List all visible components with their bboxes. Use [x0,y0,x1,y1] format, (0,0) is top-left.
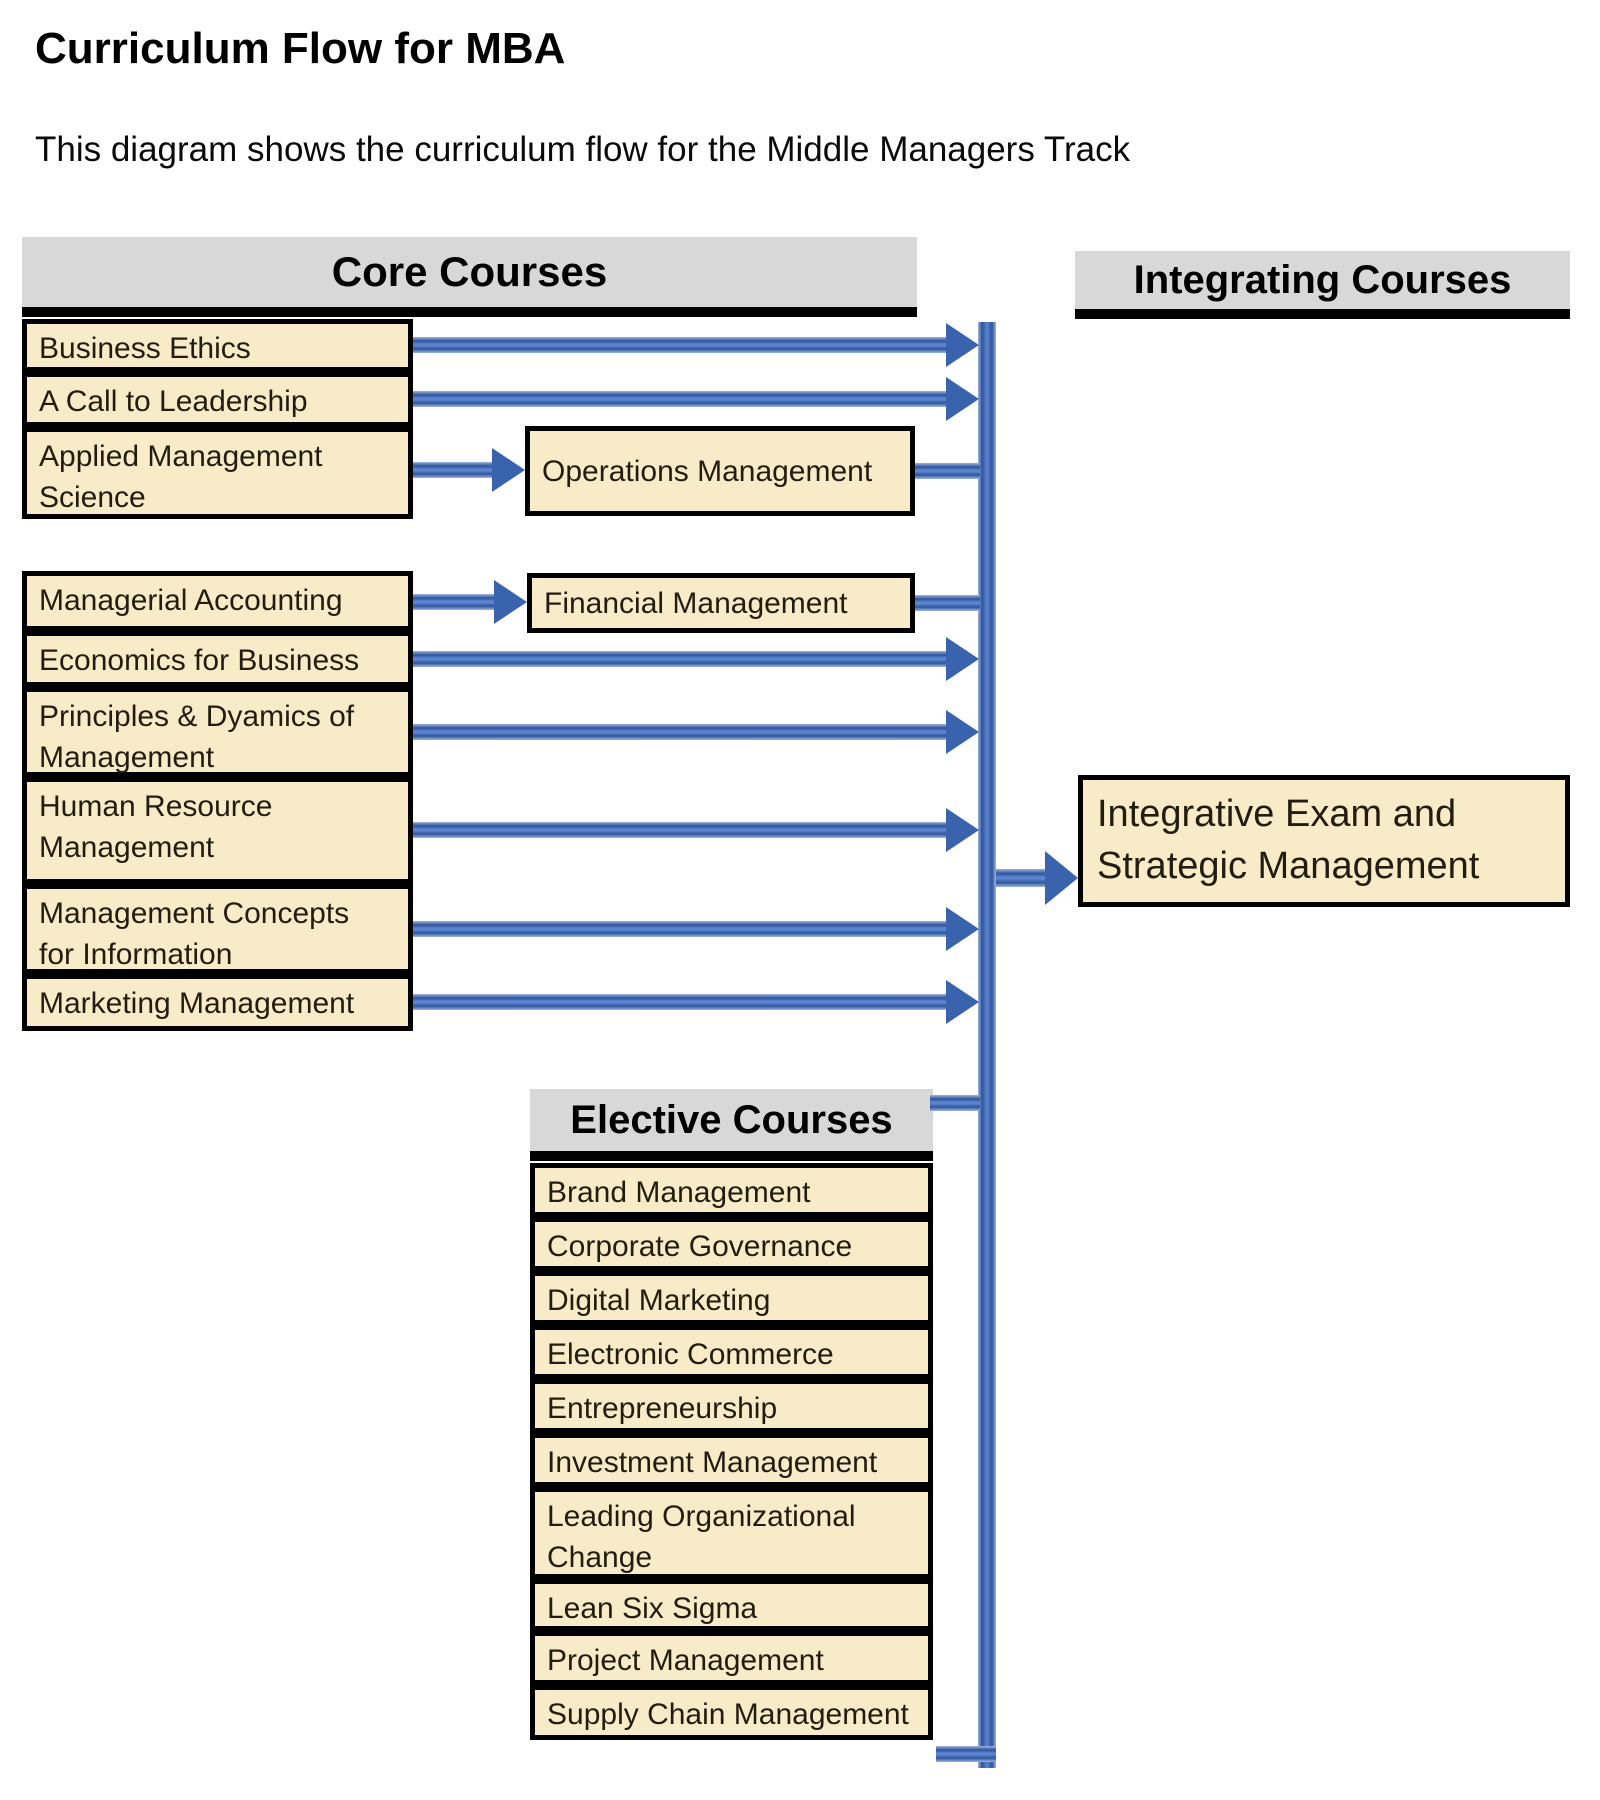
core-course-a-call-to-leadership: A Call to Leadership [22,372,413,427]
flow-arrow-to-integrative-exam [996,869,1046,887]
arrowhead [492,448,525,492]
flow-arrow-human-resource [413,822,946,838]
core-course-marketing-management: Marketing Management [22,974,413,1031]
arrowhead [494,580,527,624]
core-course-principles-dynamics-of-management: Principles & Dyamics of Management [22,687,413,777]
core-courses-header: Core Courses [22,237,917,317]
flow-arrow-marketing-management [413,994,946,1010]
arrowhead [946,710,979,754]
integrative-exam-strategic-management-box: Integrative Exam and Strategic Managemen… [1078,775,1570,907]
arrowhead [946,637,979,681]
elective-entrepreneurship: Entrepreneurship [530,1379,933,1433]
page-title: Curriculum Flow for MBA [35,24,566,73]
page-subtitle: This diagram shows the curriculum flow f… [35,130,1131,169]
elective-digital-marketing: Digital Marketing [530,1271,933,1325]
elective-corporate-governance: Corporate Governance [530,1217,933,1271]
arrowhead [946,980,979,1024]
core-course-managerial-accounting: Managerial Accounting [22,571,413,631]
elective-supply-chain-management: Supply Chain Management [530,1685,933,1740]
flow-arrow-principles-dynamics [413,724,946,740]
elective-electronic-commerce: Electronic Commerce [530,1325,933,1379]
elective-project-management: Project Management [530,1631,933,1685]
flow-connector-elective-top [930,1095,980,1111]
core-course-business-ethics: Business Ethics [22,319,413,372]
course-operations-management: Operations Management [525,426,915,516]
elective-leading-organizational-change: Leading Organizational Change [530,1487,933,1579]
elective-investment-management: Investment Management [530,1433,933,1487]
arrowhead [946,907,979,951]
flow-connector-elective-bottom [936,1746,996,1762]
course-financial-management: Financial Management [527,573,915,633]
arrowhead [946,377,979,421]
flow-collector-bar [978,322,996,1768]
flow-arrow-accounting-to-financial [413,594,495,610]
flow-connector-operations-to-bar [915,463,980,479]
flow-arrow-management-concepts [413,921,946,937]
elective-courses-header: Elective Courses [530,1089,933,1161]
arrowhead [946,808,979,852]
elective-lean-six-sigma: Lean Six Sigma [530,1579,933,1631]
flow-arrow-applied-to-operations [413,462,493,478]
flow-arrow-economics [413,651,946,667]
flow-connector-financial-to-bar [915,595,980,611]
core-course-management-concepts-for-information: Management Concepts for Information [22,884,413,974]
core-course-economics-for-business: Economics for Business [22,631,413,687]
core-course-applied-management-science: Applied Management Science [22,427,413,519]
flow-arrow-a-call-to-leadership [413,391,946,407]
flow-arrow-business-ethics [413,337,946,353]
arrowhead [1045,851,1078,905]
elective-brand-management: Brand Management [530,1163,933,1217]
integrating-courses-header: Integrating Courses [1075,251,1570,319]
arrowhead [946,323,979,367]
core-course-human-resource-management: Human Resource Management [22,777,413,884]
